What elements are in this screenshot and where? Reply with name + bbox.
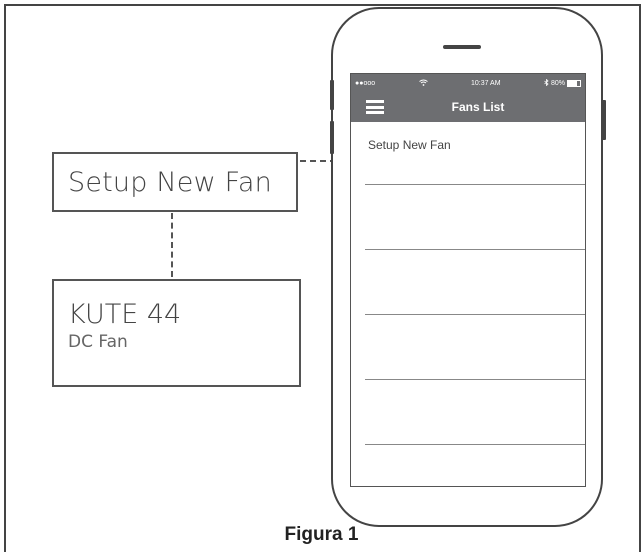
setup-new-fan-callout-label: Setup New Fan bbox=[68, 166, 272, 198]
battery-icon bbox=[567, 79, 581, 87]
phone-screen: ●●ooo 10:37 AM 80% Fans List Setup New F… bbox=[350, 73, 586, 487]
hamburger-menu-icon[interactable] bbox=[366, 100, 384, 114]
phone-power-button bbox=[602, 100, 606, 140]
wifi-icon bbox=[418, 79, 428, 88]
status-bar: ●●ooo 10:37 AM 80% bbox=[351, 74, 585, 92]
battery-status: 80% bbox=[544, 78, 581, 88]
list-item[interactable] bbox=[365, 445, 585, 486]
phone-volume-down-button bbox=[330, 121, 334, 154]
list-item[interactable] bbox=[365, 380, 585, 445]
fans-list: Setup New Fan bbox=[351, 122, 585, 486]
fan-model-name: KUTE 44 bbox=[68, 299, 182, 330]
fan-type-label: DC Fan bbox=[68, 332, 128, 352]
phone-volume-up-button bbox=[330, 80, 334, 110]
fan-model-callout: KUTE 44 DC Fan bbox=[52, 279, 301, 387]
signal-strength-indicator: ●●ooo bbox=[355, 79, 376, 87]
vertical-dashed-connector bbox=[171, 213, 173, 277]
list-item[interactable] bbox=[365, 185, 585, 250]
navbar-title: Fans List bbox=[451, 100, 505, 114]
figure-caption: Figura 1 bbox=[284, 524, 359, 545]
horizontal-dashed-connector bbox=[300, 160, 356, 162]
bluetooth-icon bbox=[544, 78, 549, 88]
app-navbar: Fans List bbox=[351, 92, 585, 122]
setup-new-fan-callout: Setup New Fan bbox=[52, 152, 298, 212]
status-time: 10:37 AM bbox=[470, 79, 501, 87]
list-item-setup-new-fan[interactable]: Setup New Fan bbox=[365, 122, 585, 185]
list-item[interactable] bbox=[365, 315, 585, 380]
phone-speaker bbox=[443, 45, 481, 49]
figure-frame bbox=[4, 4, 641, 552]
list-item[interactable] bbox=[365, 250, 585, 315]
battery-percent: 80% bbox=[550, 79, 565, 87]
